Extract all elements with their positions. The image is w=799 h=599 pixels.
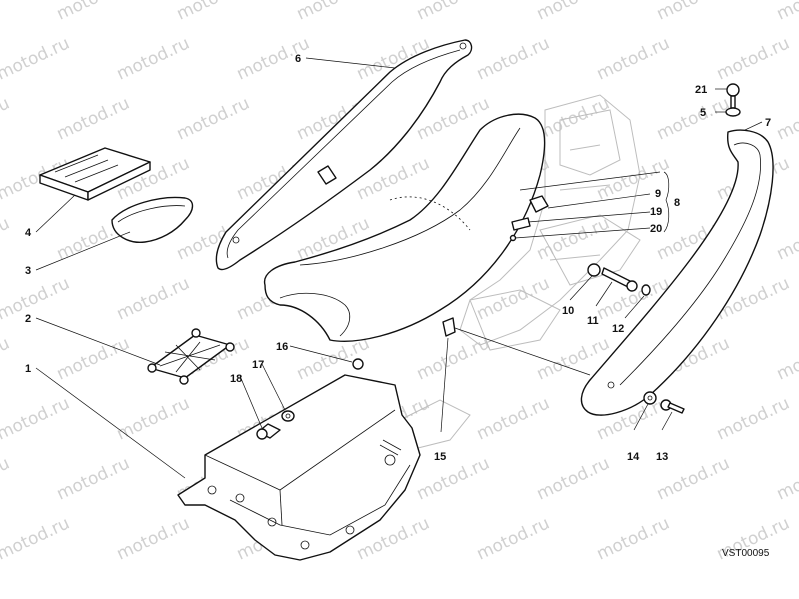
callout-21: 21 <box>695 84 707 96</box>
callout-12: 12 <box>612 323 624 335</box>
callout-16: 16 <box>276 341 288 353</box>
watermark-text: motod.ru <box>114 273 193 324</box>
watermark-text: motod.ru <box>0 0 13 25</box>
watermark-text: motod.ru <box>414 0 493 25</box>
watermark-text: motod.ru <box>54 453 133 504</box>
callout-6: 6 <box>295 53 301 65</box>
clip-15 <box>442 317 456 337</box>
watermark-text: motod.ru <box>594 33 673 84</box>
callout-10: 10 <box>562 305 574 317</box>
x-bracket <box>147 328 235 385</box>
watermark-text: motod.ru <box>414 453 493 504</box>
watermark-text: motod.ru <box>474 33 553 84</box>
watermark-text: motod.ru <box>534 93 613 144</box>
callout-7: 7 <box>765 117 771 129</box>
callout-5: 5 <box>700 107 706 119</box>
watermark-text: motod.ru <box>774 93 799 144</box>
bolt-assembly-10-11-12 <box>587 263 651 296</box>
document-box <box>39 147 151 201</box>
watermark-text: motod.ru <box>0 513 73 564</box>
hardware-16-17-18 <box>256 358 364 440</box>
seat-pad <box>111 196 194 243</box>
screw-and-washer-21-5 <box>725 83 741 117</box>
watermark-text: motod.ru <box>114 393 193 444</box>
watermark-text: motod.ru <box>774 453 799 504</box>
callout-8: 8 <box>674 197 680 209</box>
callout-18: 18 <box>230 373 242 385</box>
watermark-text: motod.ru <box>174 93 253 144</box>
watermark-text: motod.ru <box>534 0 613 25</box>
watermark-text: motod.ru <box>774 213 799 264</box>
watermark-text: motod.ru <box>714 33 793 84</box>
washer-and-screw-14-13 <box>643 391 685 414</box>
watermark-text: motod.ru <box>774 0 799 25</box>
watermark-text: motod.ru <box>0 333 13 384</box>
watermark-text: motod.ru <box>474 393 553 444</box>
watermark-text: motod.ru <box>174 0 253 25</box>
callout-17: 17 <box>252 359 264 371</box>
watermark-text: motod.ru <box>654 93 733 144</box>
watermark-text: motod.ru <box>54 93 133 144</box>
callout-labels: 6 4 3 2 1 16 17 18 15 9 19 20 8 21 5 7 1… <box>25 53 771 463</box>
watermark-text: motod.ru <box>594 513 673 564</box>
seat <box>263 113 546 342</box>
callout-15: 15 <box>434 451 446 463</box>
callout-14: 14 <box>627 451 640 463</box>
undertray <box>177 374 421 561</box>
callout-20: 20 <box>650 223 662 235</box>
frame-background <box>399 94 641 451</box>
watermark-text: motod.ru <box>294 0 373 25</box>
callout-2: 2 <box>25 313 31 325</box>
watermark-text: motod.ru <box>534 213 613 264</box>
tail-cover-right <box>580 129 774 416</box>
watermark-text: motod.ru <box>654 0 733 25</box>
callout-3: 3 <box>25 265 31 277</box>
watermark-text: motod.ru <box>114 33 193 84</box>
watermark-text: motod.ru <box>0 393 73 444</box>
watermark-text: motod.ru <box>0 273 73 324</box>
watermark-text: motod.ru <box>414 333 493 384</box>
watermark-text: motod.ru <box>0 453 13 504</box>
watermark-text: motod.ru <box>0 33 73 84</box>
watermark-text: motod.ru <box>0 213 13 264</box>
callout-9: 9 <box>655 188 661 200</box>
watermark-text: motod.ru <box>774 333 799 384</box>
watermark-text: motod.ru <box>54 333 133 384</box>
watermark-text: motod.ru <box>474 273 553 324</box>
watermark-text: motod.ru <box>0 93 13 144</box>
watermark-text: motod.ru <box>534 453 613 504</box>
tail-cover-left <box>215 39 473 271</box>
callout-19: 19 <box>650 206 662 218</box>
watermark-text: motod.ru <box>474 513 553 564</box>
callout-4: 4 <box>25 227 32 239</box>
watermark-text: motod.ru <box>714 393 793 444</box>
callout-1: 1 <box>25 363 31 375</box>
leader-lines <box>35 57 763 479</box>
drawing-code: VST00095 <box>722 548 770 559</box>
fastener-group-8 <box>509 195 549 242</box>
callout-13: 13 <box>656 451 668 463</box>
watermark-text: motod.ru <box>54 0 133 25</box>
callout-11: 11 <box>587 315 599 327</box>
watermark-text: motod.ru <box>114 513 193 564</box>
